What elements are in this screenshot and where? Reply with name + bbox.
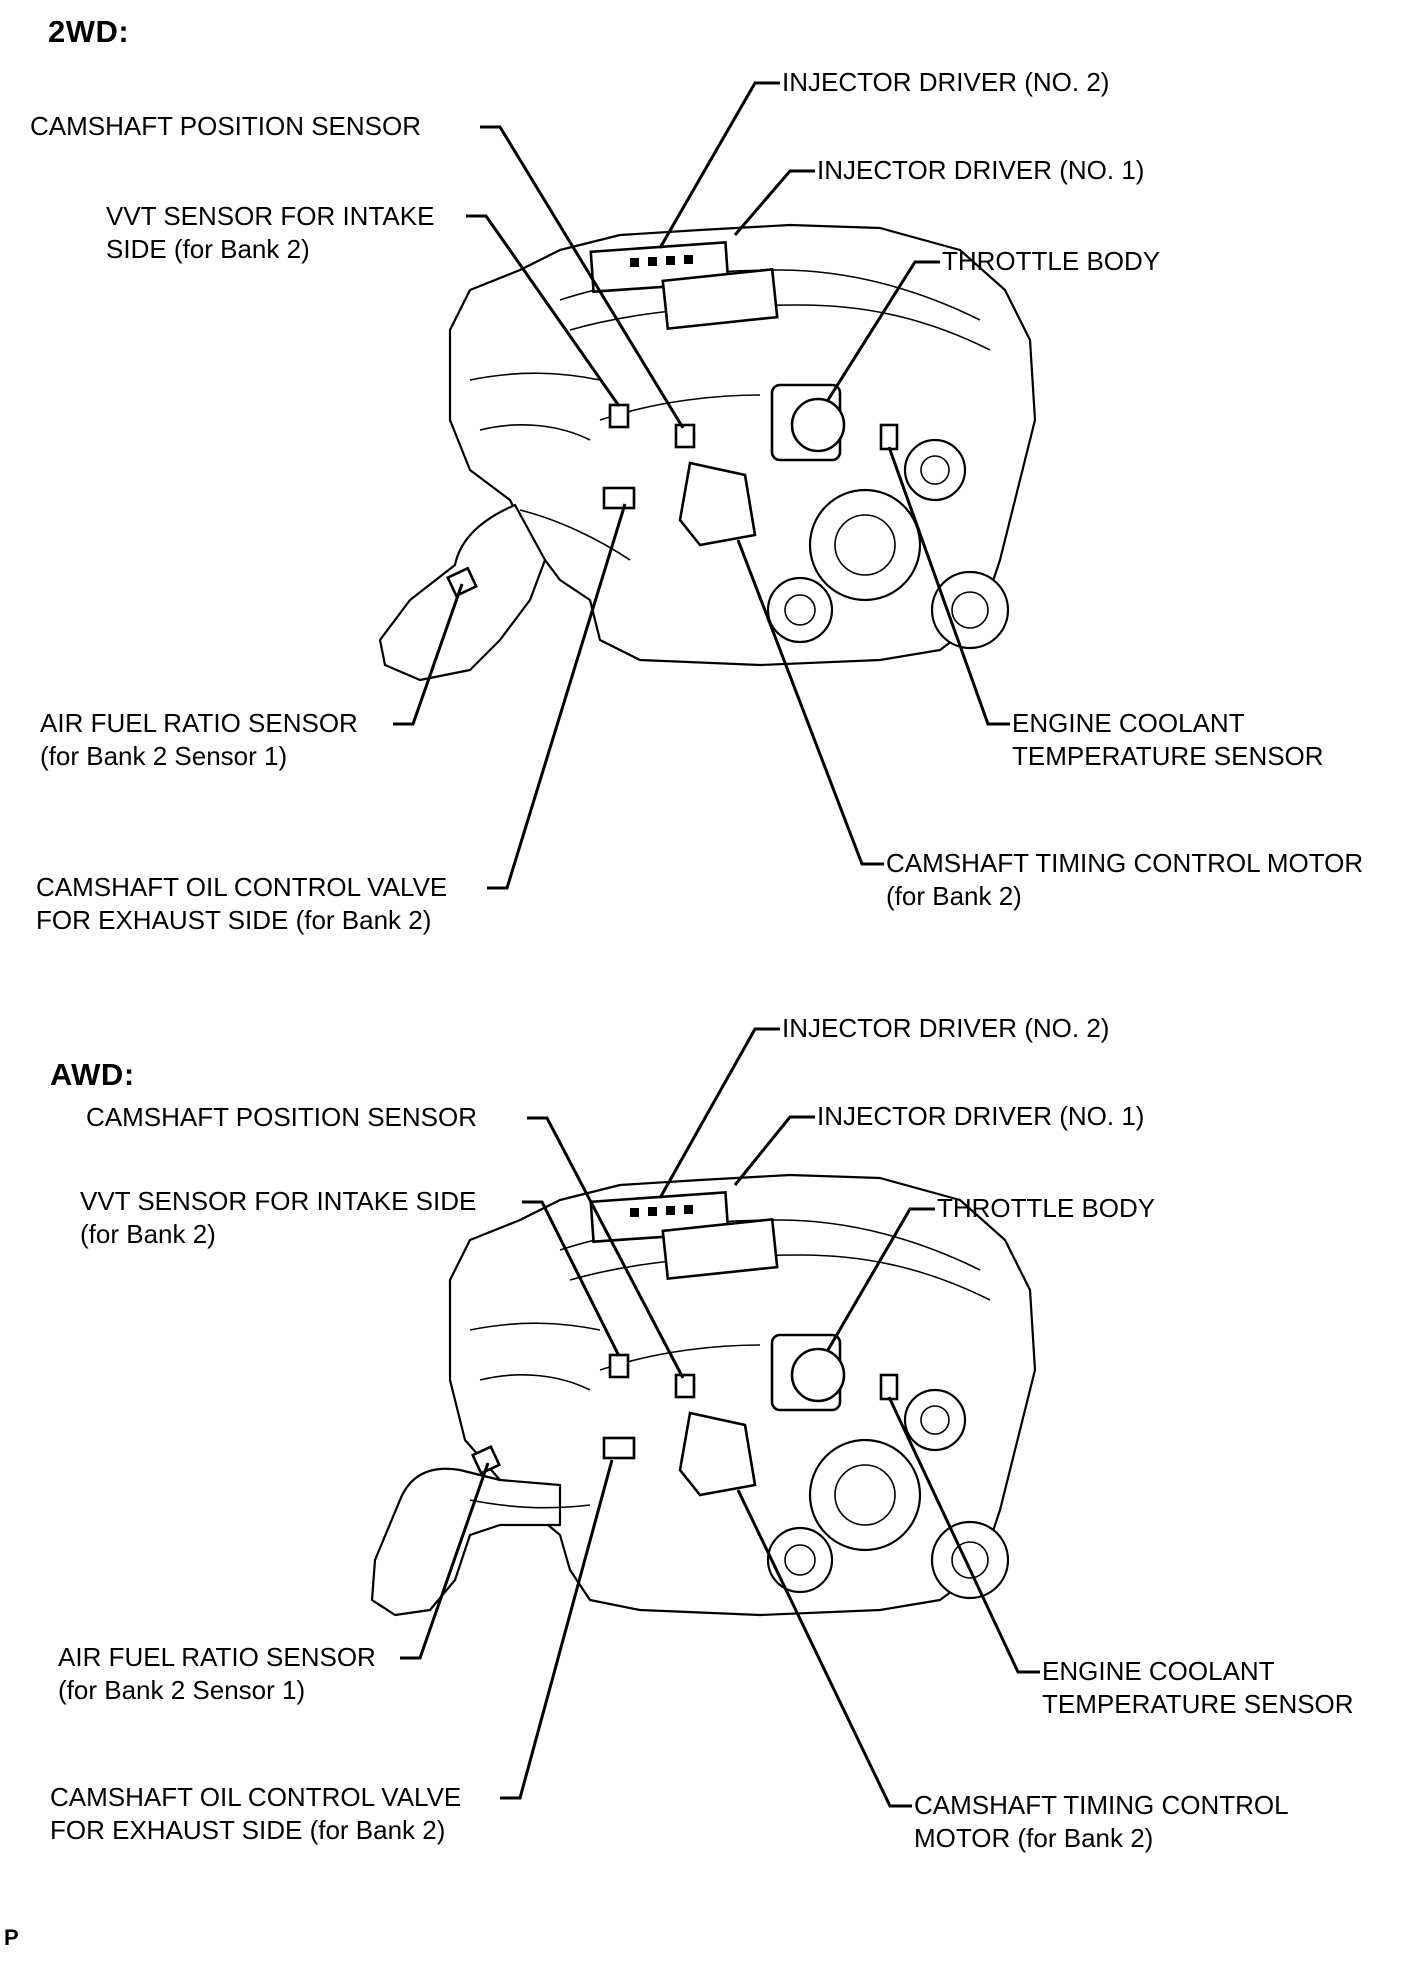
label-camshaft-position-sensor: CAMSHAFT POSITION SENSOR — [86, 1102, 478, 1132]
label-injector-driver-2: INJECTOR DRIVER (NO. 2) — [782, 67, 1110, 97]
diagram-2wd: 2WD: INJECTOR DRIVER (NO. 2) CAMSHAFT PO… — [0, 0, 1421, 980]
engine-illustration-awd — [370, 1027, 1040, 1808]
label-air-fuel-ratio-sensor: AIR FUEL RATIO SENSOR(for Bank 2 Sensor … — [40, 708, 358, 771]
label-vvt-sensor: VVT SENSOR FOR INTAKE SIDE(for Bank 2) — [80, 1186, 477, 1249]
label-camshaft-timing-control-motor: CAMSHAFT TIMING CONTROL MOTOR(for Bank 2… — [886, 848, 1364, 911]
engine-illustration-2wd — [378, 81, 1037, 890]
leader-camshaft-position-sensor — [527, 1116, 685, 1379]
diagram-heading: 2WD: — [48, 14, 130, 49]
label-air-fuel-ratio-sensor: AIR FUEL RATIO SENSOR(for Bank 2 Sensor … — [58, 1642, 376, 1705]
label-injector-driver-2: INJECTOR DRIVER (NO. 2) — [782, 1013, 1110, 1043]
leader-engine-coolant-temp-sensor — [887, 1396, 1040, 1674]
leader-camshaft-oil-control-valve — [487, 503, 627, 890]
label-throttle-body: THROTTLE BODY — [937, 1193, 1156, 1223]
label-injector-driver-1: INJECTOR DRIVER (NO. 1) — [817, 155, 1145, 185]
leader-injector-driver-1 — [733, 169, 815, 236]
leader-camshaft-position-sensor — [480, 125, 685, 429]
label-injector-driver-1: INJECTOR DRIVER (NO. 1) — [817, 1101, 1145, 1131]
leader-throttle-body — [826, 1207, 935, 1351]
label-camshaft-position-sensor: CAMSHAFT POSITION SENSOR — [30, 111, 422, 141]
diagram-awd: AWD: INJECTOR DRIVER (NO. 2) CAMSHAFT PO… — [0, 960, 1421, 1940]
leader-air-fuel-ratio-sensor — [400, 1462, 490, 1660]
diagram-heading: AWD: — [50, 1057, 135, 1092]
footer-mark: P — [4, 1925, 19, 1950]
leader-injector-driver-2 — [658, 1027, 780, 1199]
leader-camshaft-oil-control-valve — [500, 1459, 614, 1800]
leader-camshaft-timing-control-motor — [736, 539, 884, 866]
leader-throttle-body — [826, 260, 940, 401]
leader-vvt-sensor — [522, 1200, 621, 1357]
leader-injector-driver-2 — [658, 81, 780, 249]
leader-injector-driver-1 — [733, 1115, 815, 1186]
label-throttle-body: THROTTLE BODY — [942, 246, 1161, 276]
leader-camshaft-timing-control-motor — [736, 1489, 912, 1808]
leader-vvt-sensor — [466, 214, 621, 407]
leader-engine-coolant-temp-sensor — [887, 446, 1010, 726]
leader-air-fuel-ratio-sensor — [393, 583, 464, 726]
